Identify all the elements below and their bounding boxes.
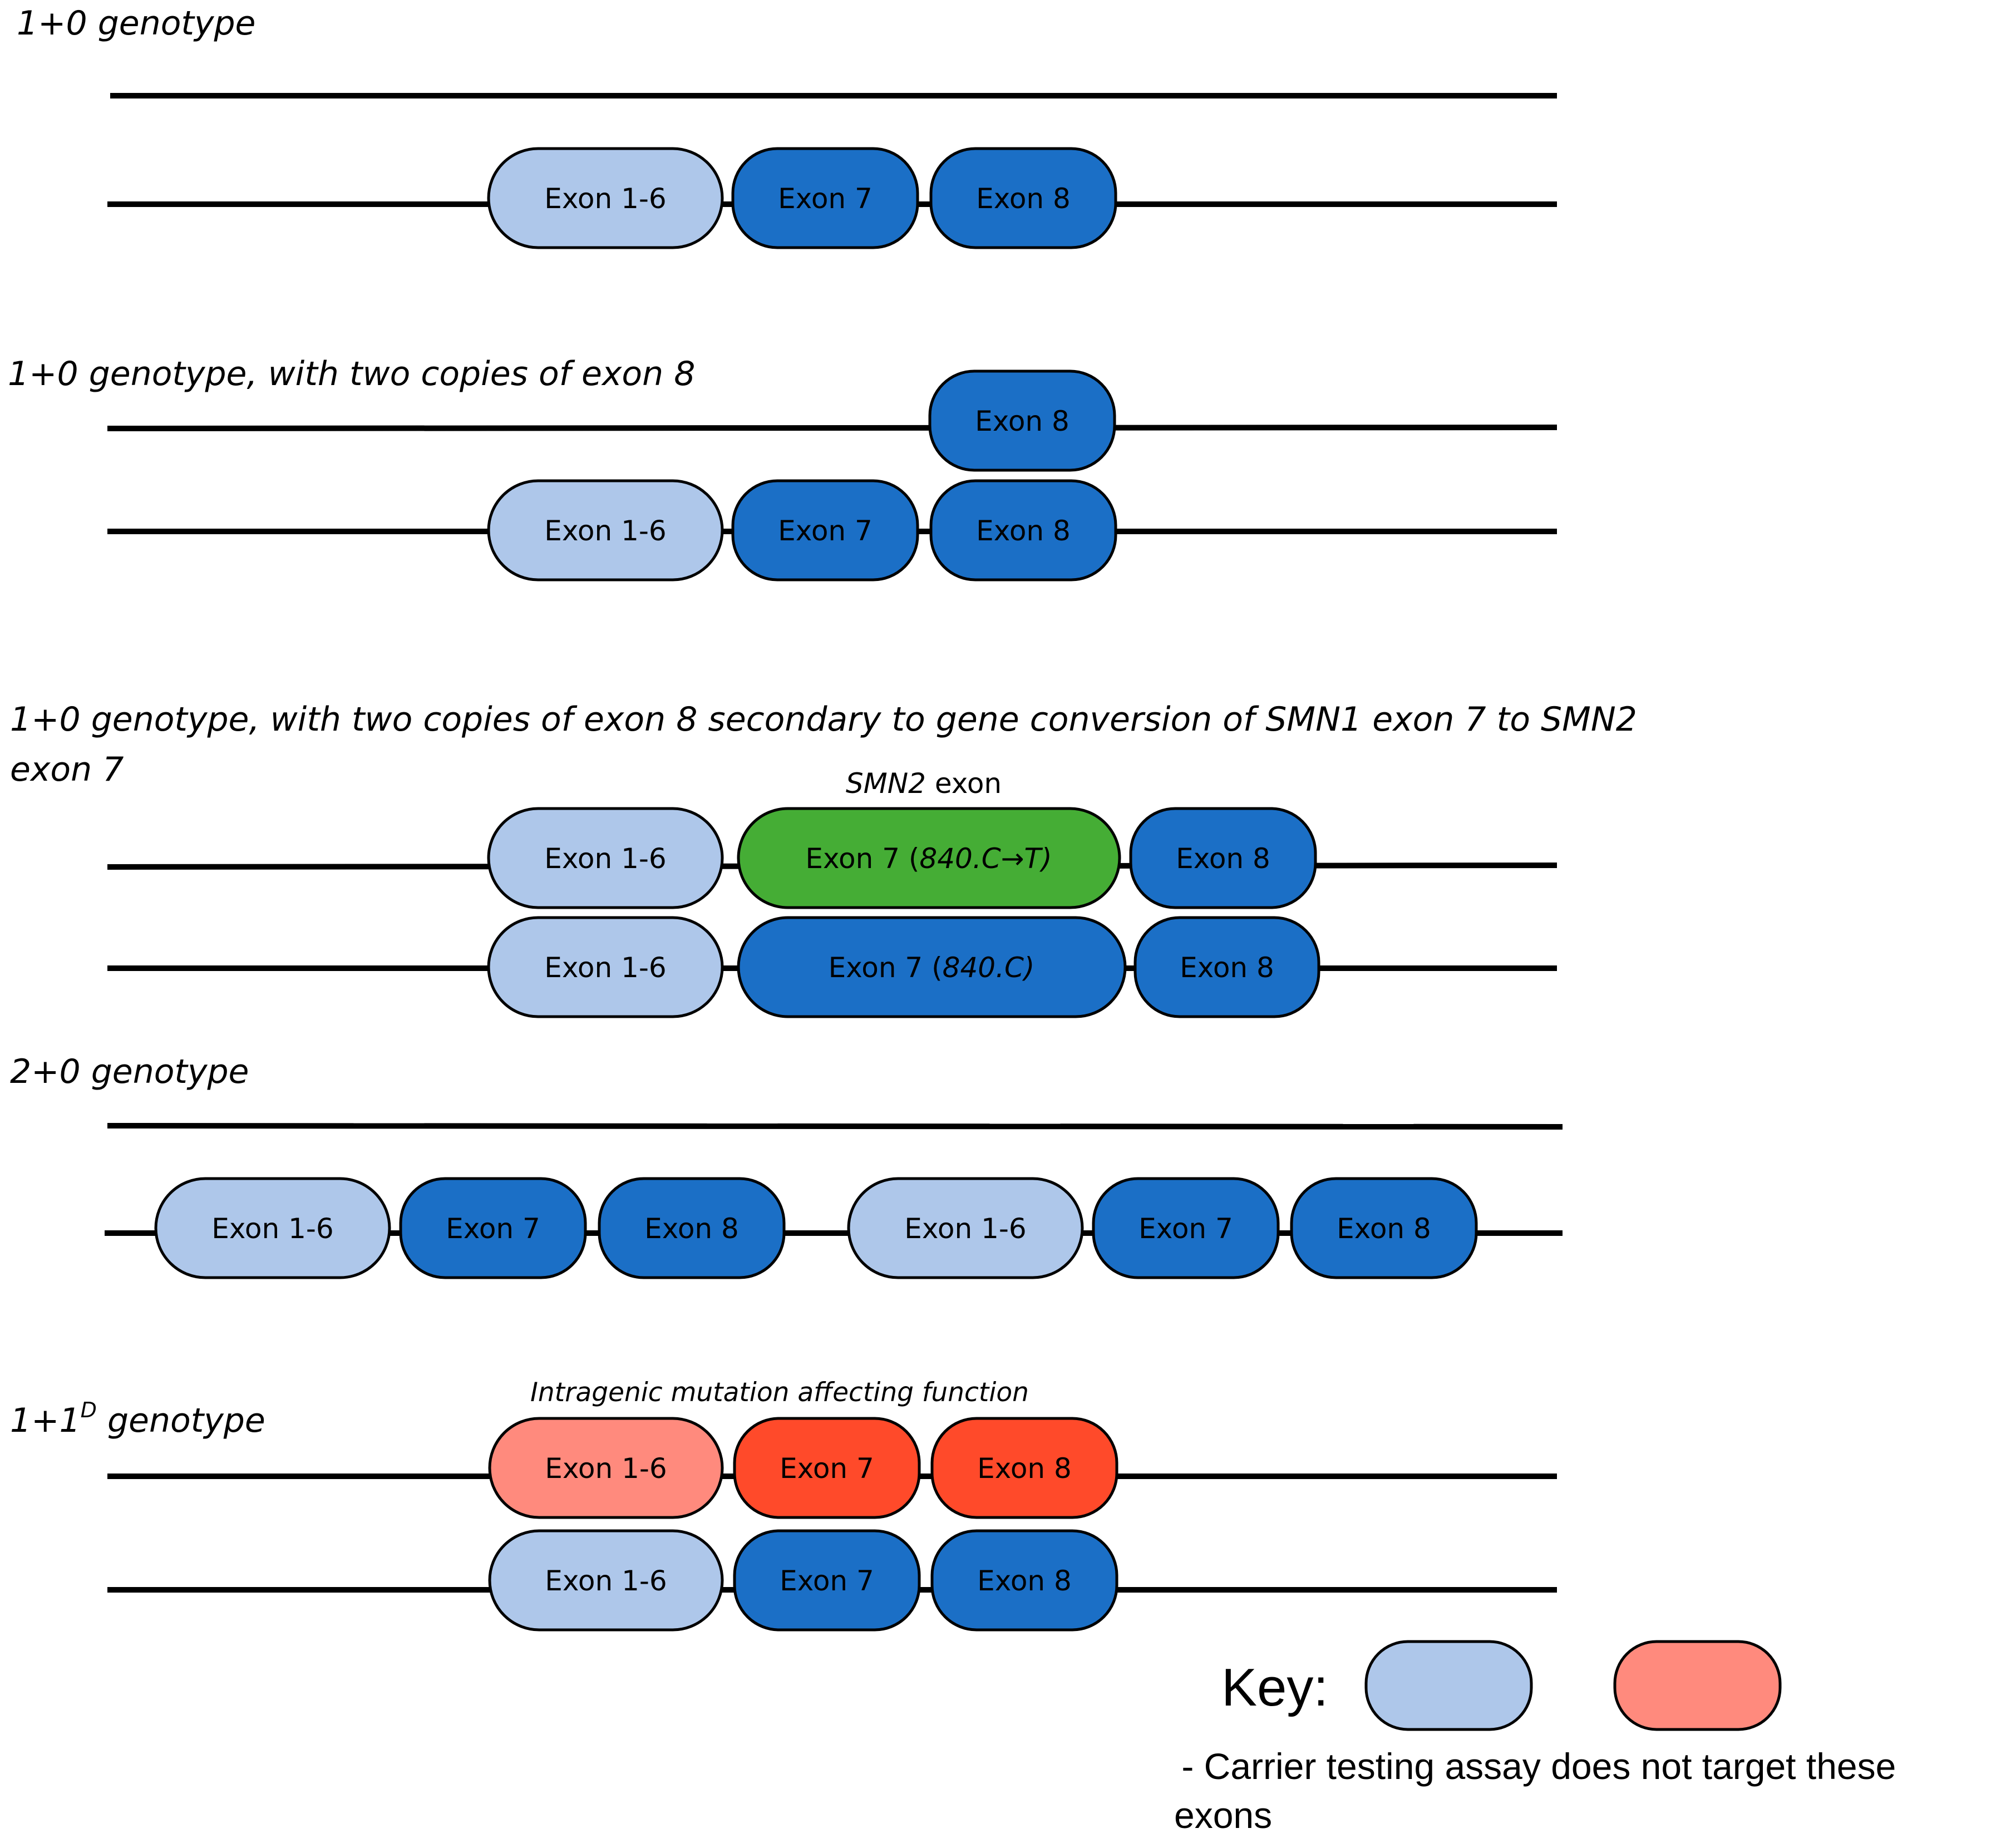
svg-text:Exon 1-6: Exon 1-6 xyxy=(545,1565,667,1597)
svg-text:Exon 7: Exon 7 xyxy=(778,515,873,547)
exon-8-block: Exon 8 xyxy=(929,479,1117,581)
chromosome-line xyxy=(107,425,1558,431)
exon-7-block: Exon 7 xyxy=(1092,1177,1280,1279)
svg-text:Exon 8: Exon 8 xyxy=(975,405,1070,437)
key-description: - Carrier testing assay does not target … xyxy=(1171,1746,1896,1787)
svg-text:Exon 8: Exon 8 xyxy=(977,1565,1072,1597)
exon-1-6-block: Exon 1-6 xyxy=(487,916,724,1018)
smn2-exon-note: SMN2 exon xyxy=(846,767,1002,800)
svg-text:Exon 1-6: Exon 1-6 xyxy=(544,183,666,215)
exon-8-block: Exon 8 xyxy=(1290,1177,1478,1279)
exon-7-block: Exon 7 xyxy=(399,1177,587,1279)
svg-text:Exon 7: Exon 7 xyxy=(778,183,873,215)
svg-text:Exon 7: Exon 7 xyxy=(780,1452,874,1485)
exon-1-6-block: Exon 1-6 xyxy=(154,1177,391,1279)
exon-8-block: Exon 8 xyxy=(1133,916,1320,1018)
section-title-1plus0-two-exon8: 1+0 genotype, with two copies of exon 8 xyxy=(8,354,695,393)
exon-8-block: Exon 8 xyxy=(929,147,1117,249)
svg-text:Exon 1-6: Exon 1-6 xyxy=(211,1213,333,1245)
exon-1-6-block: Exon 1-6 xyxy=(487,147,724,249)
exon-1-6-block: Exon 1-6 xyxy=(847,1177,1084,1279)
svg-text:Exon 1-6: Exon 1-6 xyxy=(544,842,666,875)
svg-text:Exon 8: Exon 8 xyxy=(977,1452,1072,1485)
svg-text:Exon 1-6: Exon 1-6 xyxy=(545,1452,667,1485)
exon-7-block: Exon 7 xyxy=(733,1529,921,1632)
svg-text:Exon 8: Exon 8 xyxy=(1176,842,1270,875)
exon-1-6-block: Exon 1-6 xyxy=(487,807,724,909)
svg-text:Exon 8: Exon 8 xyxy=(1337,1213,1431,1245)
mutant-exon-8-block: Exon 8 xyxy=(930,1417,1118,1519)
exon-8-block: Exon 8 xyxy=(1129,807,1317,909)
mutant-exon-1-6-block: Exon 1-6 xyxy=(488,1417,724,1519)
key-swatch-light-blue xyxy=(1364,1640,1533,1731)
key-swatch-salmon xyxy=(1613,1640,1782,1731)
svg-text:Exon 7 (840.C): Exon 7 (840.C) xyxy=(829,952,1035,984)
svg-text:Exon 8: Exon 8 xyxy=(976,183,1071,215)
chromosome-line xyxy=(107,1123,1563,1130)
svg-text:Exon 7: Exon 7 xyxy=(1138,1213,1233,1245)
exon-1-6-block: Exon 1-6 xyxy=(488,1529,724,1632)
section-title-gene-conversion: 1+0 genotype, with two copies of exon 8 … xyxy=(10,700,1637,739)
section-title-1plus0: 1+0 genotype xyxy=(17,4,255,43)
svg-text:Exon 8: Exon 8 xyxy=(644,1213,739,1245)
key-label: Key: xyxy=(1221,1658,1328,1717)
svg-text:Exon 1-6: Exon 1-6 xyxy=(904,1213,1026,1245)
svg-text:Exon 7 (840.C→T): Exon 7 (840.C→T) xyxy=(805,842,1052,875)
exon-8-block: Exon 8 xyxy=(928,369,1116,472)
smn1-exon-7-block: Exon 7 (840.C) xyxy=(737,916,1127,1018)
svg-text:Exon 7: Exon 7 xyxy=(780,1565,874,1597)
section-title-gene-conversion-line2: exon 7 xyxy=(10,750,124,789)
svg-text:Exon 8: Exon 8 xyxy=(976,515,1071,547)
svg-text:Exon 1-6: Exon 1-6 xyxy=(544,952,666,984)
exon-8-block: Exon 8 xyxy=(930,1529,1118,1632)
smn2-exon-7-block: Exon 7 (840.C→T) xyxy=(737,807,1121,909)
section-title-1plus1d: 1+1D genotype xyxy=(10,1398,265,1440)
svg-text:Exon 8: Exon 8 xyxy=(1180,952,1274,984)
intragenic-mutation-note: Intragenic mutation affecting function xyxy=(530,1377,1029,1408)
svg-text:Exon 1-6: Exon 1-6 xyxy=(544,515,666,547)
svg-text:Exon 7: Exon 7 xyxy=(446,1213,540,1245)
exon-7-block: Exon 7 xyxy=(731,147,919,249)
mutant-exon-7-block: Exon 7 xyxy=(733,1417,921,1519)
section-title-2plus0: 2+0 genotype xyxy=(10,1052,249,1091)
exon-8-block: Exon 8 xyxy=(598,1177,786,1279)
key-description-line2: exons xyxy=(1174,1795,1272,1836)
exon-7-block: Exon 7 xyxy=(731,479,919,581)
exon-1-6-block: Exon 1-6 xyxy=(487,479,724,581)
